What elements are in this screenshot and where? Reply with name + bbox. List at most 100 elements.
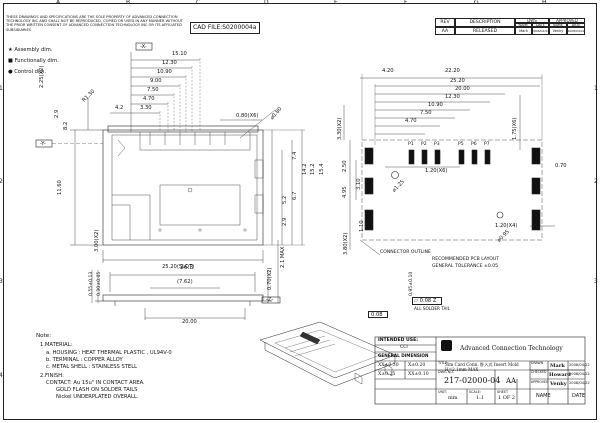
zone-col-c: C <box>196 0 201 6</box>
dim-12-30: 12.30 <box>162 60 177 66</box>
sub-date-2: DATE <box>567 22 585 27</box>
zone-row-3-right: 3 <box>594 278 598 285</box>
pcb-dim-7-50: 7.50 <box>420 110 432 116</box>
pcb-dim-25-20: 25.20 <box>450 78 465 84</box>
pcb-dim-1-75-x6: 1.75(X6) <box>512 117 518 140</box>
datum-x: -X- <box>140 44 147 50</box>
dim-25-20-slot: 25.20(SLOT) <box>162 264 195 270</box>
datum-z: -Z- <box>266 297 274 303</box>
approved-sign-name: Venky <box>550 381 567 387</box>
dim-7-50: 7.50 <box>147 87 159 93</box>
note-line-1: 1.MATERIAL: <box>40 342 73 348</box>
dim-15-2: 15.2 <box>310 163 316 175</box>
dim-11-60: 11.60 <box>57 180 63 195</box>
pin-p2: P2 <box>421 142 427 147</box>
pin-p6: P6 <box>471 142 477 147</box>
pcb-dim-3-80-x2: 3.80(X2) <box>343 232 349 255</box>
date-header: DATE <box>572 393 586 399</box>
approved-header: APPROVED <box>549 18 585 23</box>
pin-p1: P1 <box>408 142 414 147</box>
dws-name: Mark <box>515 27 532 35</box>
dim-7-62: (7.62) <box>177 279 193 285</box>
zone-row-2-right: 2 <box>594 178 598 185</box>
tol-4: XX±0.10 <box>408 372 429 377</box>
dim-15-4: 15.4 <box>319 163 325 175</box>
desc-header: DESCRIPTION <box>455 18 515 27</box>
dim-0-30: 0.30±0.05 <box>97 271 102 296</box>
zone-col-d: D <box>264 0 269 6</box>
zone-col-f: F <box>404 0 408 6</box>
drawing-number: 217-02000-04 <box>444 376 501 385</box>
dim-20-00: 20.00 <box>182 319 197 325</box>
cad-file-label: CAD FILE:S0200004a <box>193 24 257 31</box>
dim-0-70-x2: 0.70(X2) <box>267 267 273 290</box>
iso-view <box>259 321 396 387</box>
zone-row-1-right: 1 <box>594 85 598 92</box>
dws-date: 2008/04/22 <box>532 27 549 35</box>
approved-role: APPROVED <box>531 380 549 384</box>
note-line-5: 2.FINISH: <box>40 373 64 379</box>
dim-6-7: 6.7 <box>292 191 298 200</box>
pcb-dim-4-70: 4.70 <box>405 118 417 124</box>
drawn-name: Mark <box>550 363 565 369</box>
title-block-lines <box>374 336 586 405</box>
dim-2-1-max: 2.1 MAX <box>280 246 286 268</box>
zone-col-g: G <box>474 0 479 6</box>
top-view <box>35 42 305 263</box>
dim-3-30: 3.30 <box>140 105 152 111</box>
dim-2-9-right: 2.9 <box>282 217 288 226</box>
pin-p3: P3 <box>434 142 440 147</box>
zone-col-b: B <box>126 0 131 6</box>
legend-assembly: ★ Assembly dim. <box>8 47 53 53</box>
note-line-2: a. HOUSING : HEAT THERMAL PLASTIC , UL94… <box>46 350 172 356</box>
pcb-dim-1-20-x6: 1.20(X6) <box>425 168 448 174</box>
legend-control: ● Control dim. <box>8 69 47 75</box>
dim-5-2: 5.2 <box>282 195 288 204</box>
sheet-value: 1 OF 2 <box>498 395 516 401</box>
rev-header: REV <box>435 18 455 27</box>
zone-col-h: H <box>542 0 547 6</box>
dim-4-2: 4.2 <box>115 105 124 111</box>
rev-value: AA <box>435 27 455 35</box>
dim-26-3: 26.3 <box>180 264 194 271</box>
unit-value: mm <box>448 395 458 401</box>
pcb-recommended-label: RECOMMENDED PCB LAYOUT <box>432 257 499 262</box>
drawn-date: 2008/04/22 <box>569 363 590 367</box>
dim-14-2: 14.2 <box>302 163 308 175</box>
note-line-3: b. TERMINAL : COPPER ALLOY <box>46 357 123 363</box>
dim-3-00-x2: 3.00(X2) <box>94 229 100 252</box>
dws-header: DWS <box>515 18 549 23</box>
tol-2: X±0.20 <box>408 363 426 368</box>
pcb-dim-2-50: 2.50 <box>342 160 348 172</box>
drawing-rev: AA <box>506 377 517 385</box>
checked-date: 2008/04/22 <box>569 372 590 376</box>
approved-name: Venky <box>549 27 567 35</box>
zone-row-2: 2 <box>0 178 3 185</box>
note-line-6: CONTACT: Au 15u" IN CONTACT AREA. <box>46 380 145 386</box>
legend-functional: ■ Functionally dim. <box>8 58 59 64</box>
sub-name-1: NAME <box>515 22 532 27</box>
pin-p5: P5 <box>458 142 464 147</box>
small-flatness: 0.08 <box>371 311 383 318</box>
pcb-dim-4-20: 4.20 <box>382 68 394 74</box>
title-label: TITLE: <box>438 361 449 365</box>
note-line-8: Nickel UNDERPLATED OVERALL. <box>56 394 139 400</box>
pcb-layout <box>343 74 555 256</box>
pcb-dim-12-30: 12.30 <box>445 94 460 100</box>
approved-sign-date: 2008/04/22 <box>569 381 590 385</box>
intended-use-label: INTENDED USE: <box>378 338 419 343</box>
zone-col-e: E <box>334 0 338 6</box>
zone-row-1: 1 <box>0 85 3 92</box>
drawn-role: DRAWN <box>531 361 544 365</box>
pcb-dim-10-90: 10.90 <box>428 102 443 108</box>
scale-value: 1:1 <box>476 395 485 401</box>
note-line-4: c. METAL SHELL : STAINLESS STELL <box>46 364 137 370</box>
tol-1: XX±0.30 <box>378 363 399 368</box>
dim-15-10: 15.10 <box>172 51 187 57</box>
datum-y: -Y- <box>40 141 46 147</box>
scale-label: SCALE: <box>469 390 482 394</box>
dim-0-55: 0.55±0.13 <box>89 271 94 296</box>
dim-0-80-x6: 0.80(X6) <box>236 113 259 119</box>
connector-outline-label: CONNECTOR OUTLINE <box>380 250 431 255</box>
dim-7-4: 7.4 <box>292 151 298 160</box>
